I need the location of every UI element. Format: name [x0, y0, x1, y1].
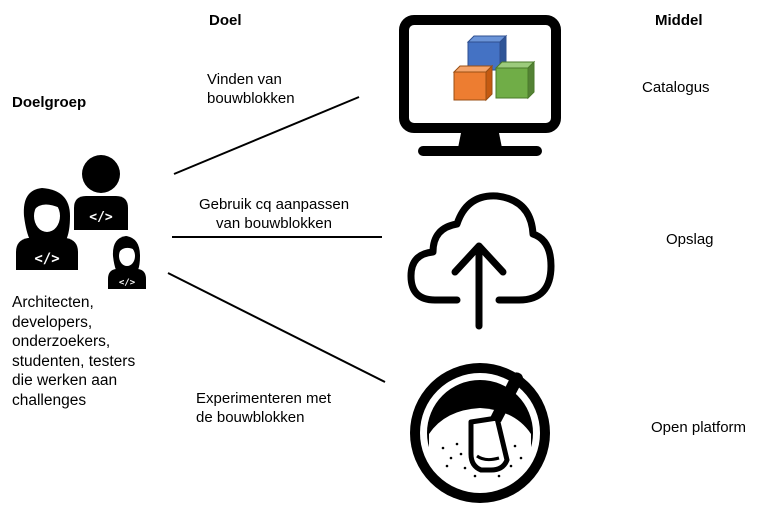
audience-text: Architecten, developers, onderzoekers, s…	[12, 294, 136, 409]
svg-text:</>: </>	[34, 251, 59, 267]
means-catalog-label: Catalogus	[642, 79, 710, 96]
svg-text:</>: </>	[89, 210, 113, 225]
edge-experiment	[167, 272, 386, 383]
header-doel: Doel	[209, 12, 242, 29]
header-middel: Middel	[655, 12, 703, 29]
developer-group-icon: </> </> </>	[16, 155, 146, 289]
cloud-upload-icon	[407, 192, 555, 330]
monitor-blocks-icon	[399, 15, 561, 156]
means-storage-label: Opslag	[666, 231, 714, 248]
means-platform-label: Open platform	[651, 419, 747, 436]
sandbox-scoop-icon	[410, 363, 550, 503]
svg-text:</>: </>	[119, 278, 136, 288]
header-doelgroep: Doelgroep	[12, 94, 87, 111]
edge-find	[173, 96, 360, 175]
